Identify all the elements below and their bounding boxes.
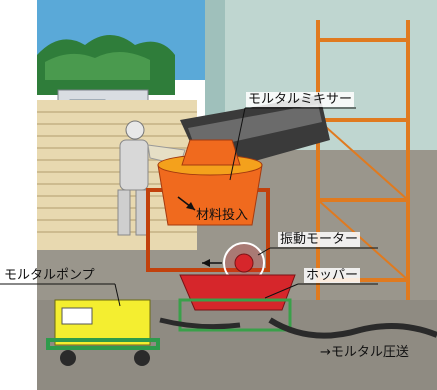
person-icon: [117, 120, 186, 236]
label-hopper: ホッパー: [304, 268, 361, 283]
mortar-mixer: [146, 139, 270, 272]
hose: [268, 317, 437, 339]
label-mortar-feed: →モルタル圧送: [320, 345, 409, 360]
scaffold-icon: [316, 20, 410, 300]
label-material-input: 材料投入: [196, 208, 249, 223]
label-vibration-motor: 振動モーター: [278, 232, 361, 247]
label-mortar-pump: モルタルポンプ: [4, 268, 95, 283]
hopper: [178, 274, 296, 332]
mortar-pump: [46, 299, 160, 366]
label-mortar-mixer: モルタルミキサー: [246, 92, 355, 107]
